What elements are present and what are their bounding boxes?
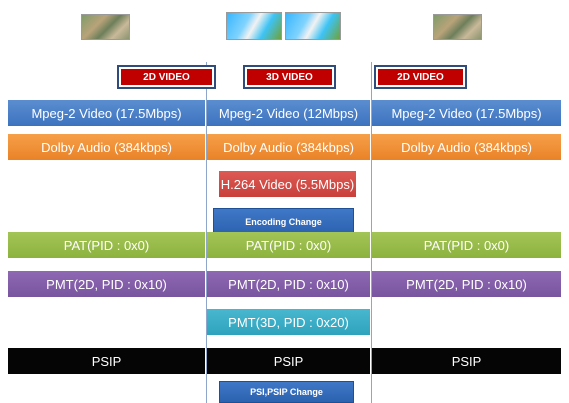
pat-right: PAT(PID : 0x0) <box>372 232 561 258</box>
dolby-audio-right: Dolby Audio (384kbps) <box>372 134 561 160</box>
psip-left: PSIP <box>8 348 205 374</box>
mpeg2-video-left: Mpeg-2 Video (17.5Mbps) <box>8 100 205 126</box>
video-tag-label: 2D VIDEO <box>378 69 463 85</box>
divider-right <box>371 62 372 403</box>
pmt-2d-left: PMT(2D, PID : 0x10) <box>8 271 205 297</box>
thumbnail-2d-left <box>81 14 130 40</box>
thumbnail-2d-right <box>433 14 482 40</box>
video-tag-2d-left: 2D VIDEO <box>117 65 216 89</box>
pmt-3d-middle: PMT(3D, PID : 0x20) <box>207 309 370 335</box>
dolby-audio-left: Dolby Audio (384kbps) <box>8 134 205 160</box>
psip-right: PSIP <box>372 348 561 374</box>
pmt-2d-right: PMT(2D, PID : 0x10) <box>372 271 561 297</box>
h264-video: H.264 Video (5.5Mbps) <box>219 171 356 197</box>
video-tag-label: 2D VIDEO <box>121 69 212 85</box>
thumbnail-3d-left <box>226 12 282 40</box>
video-tag-2d-right: 2D VIDEO <box>374 65 467 89</box>
dolby-audio-middle: Dolby Audio (384kbps) <box>207 134 370 160</box>
pat-left: PAT(PID : 0x0) <box>8 232 205 258</box>
mpeg2-video-middle: Mpeg-2 Video (12Mbps) <box>207 100 370 126</box>
thumbnail-3d-right <box>285 12 341 40</box>
video-tag-3d: 3D VIDEO <box>243 65 336 89</box>
pmt-2d-middle: PMT(2D, PID : 0x10) <box>207 271 370 297</box>
encoding-change-box: Encoding Change <box>213 208 354 235</box>
pat-middle: PAT(PID : 0x0) <box>207 232 370 258</box>
mpeg2-video-right: Mpeg-2 Video (17.5Mbps) <box>372 100 561 126</box>
divider-left <box>206 62 207 403</box>
psip-middle: PSIP <box>207 348 370 374</box>
psi-psip-change-box: PSI,PSIP Change <box>219 381 354 403</box>
video-tag-label: 3D VIDEO <box>247 69 332 85</box>
